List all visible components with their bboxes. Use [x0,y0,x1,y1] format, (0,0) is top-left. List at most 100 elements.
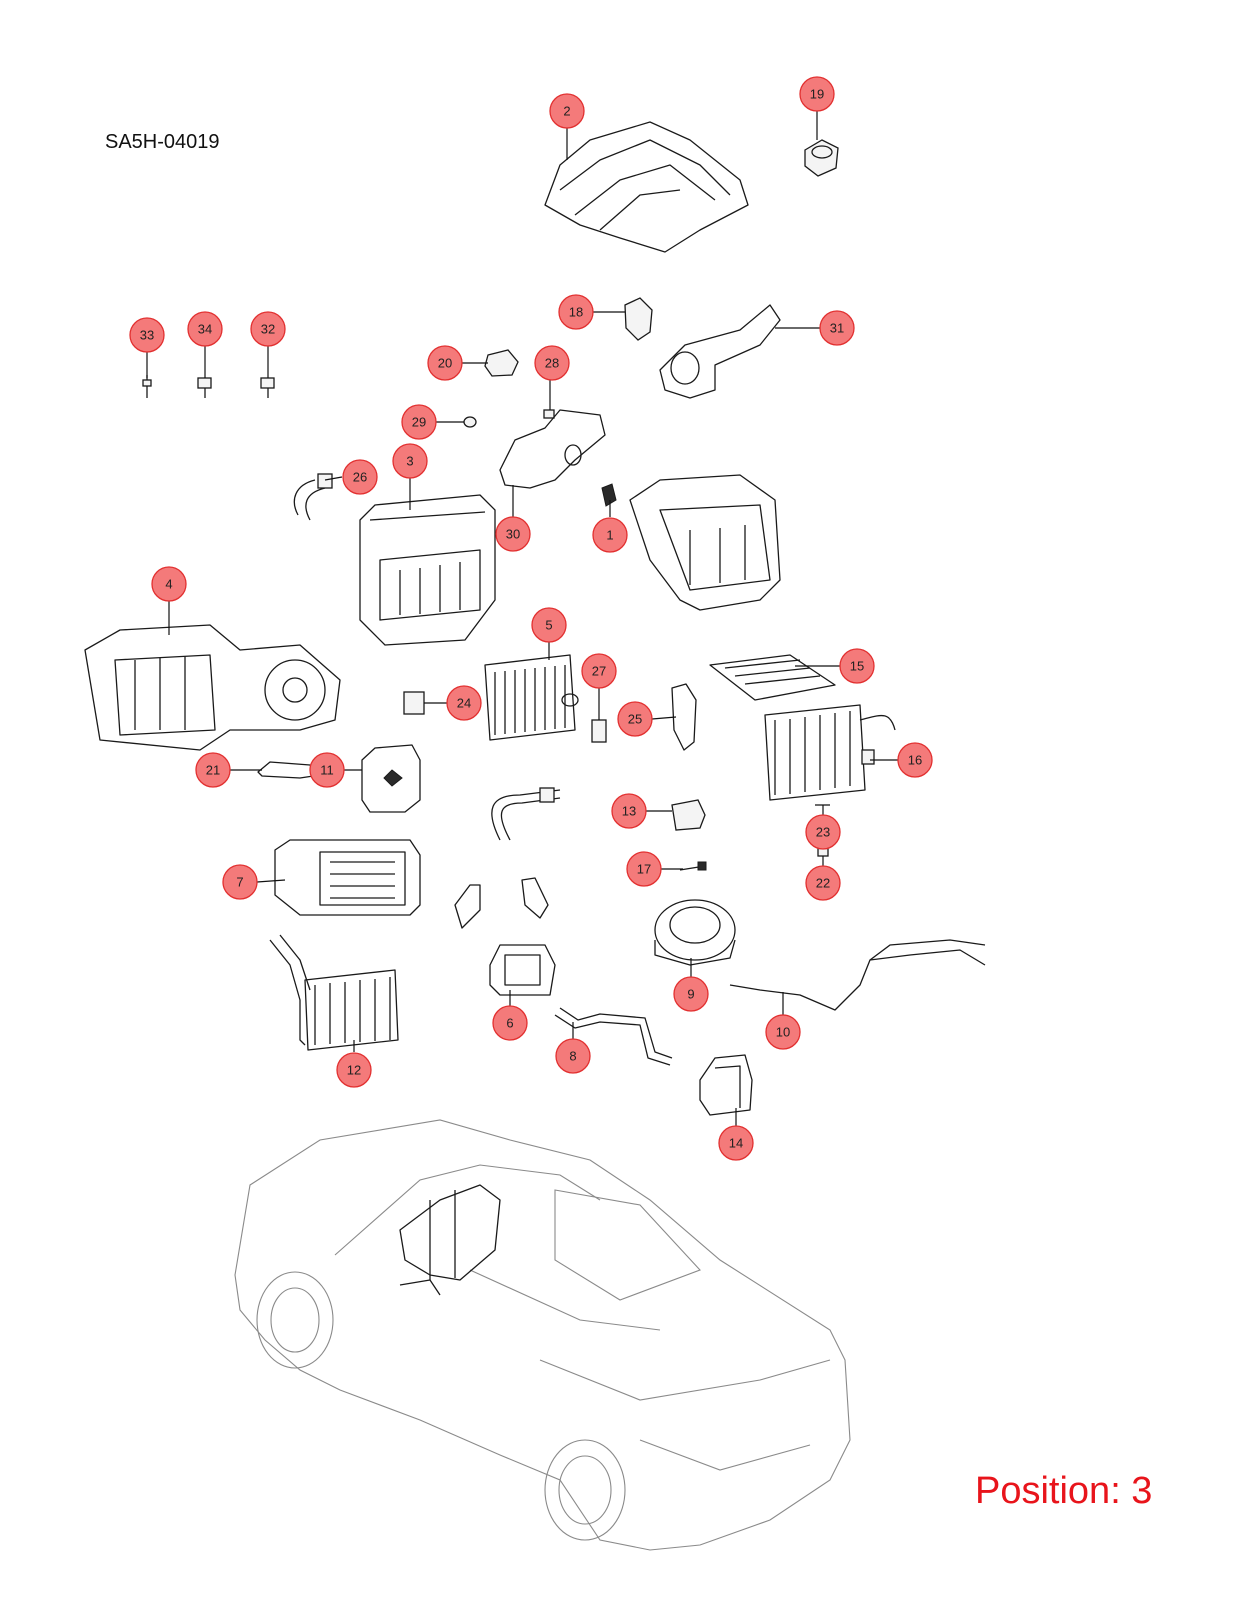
callout-bubble [555,1038,591,1074]
callout-number: 10 [776,1025,790,1040]
callout-bubble [195,752,231,788]
callout-number: 7 [236,875,243,890]
callout-bubble [805,814,841,850]
part-18-grommet [624,297,653,341]
callout-number: 22 [816,876,830,891]
callout-bubble [531,607,567,643]
callout-bubble [558,294,594,330]
callout-bubble [897,742,933,778]
callout-bubble [495,516,531,552]
callout-11: 11 [309,752,345,788]
callout-group: 1234567891011121314151617181920212223242… [129,76,933,1161]
callout-14: 14 [718,1125,754,1161]
part-17-sensor [679,861,707,871]
callout-18: 18 [558,294,594,330]
callout-number: 18 [569,305,583,320]
callout-bubble [765,1014,801,1050]
callout-bubble [534,345,570,381]
callout-16: 16 [897,742,933,778]
callout-number: 1 [606,528,613,543]
part-5-evaporator [484,654,579,741]
part-8-pipe [554,1007,673,1066]
callout-number: 31 [830,321,844,336]
part-26-hose [293,473,333,521]
callout-29: 29 [401,404,437,440]
part-2-air-duct-housing [544,121,749,253]
callout-number: 28 [545,356,559,371]
part-19-clip [804,139,839,177]
callout-number: 8 [569,1049,576,1064]
position-label: Position: 3 [975,1470,1153,1512]
part-13-control-module [671,799,706,831]
callout-number: 9 [687,987,694,1002]
callout-number: 26 [353,470,367,485]
callout-number: 34 [198,322,212,337]
part-31-bracket [659,304,781,399]
part-27-sensor [591,719,607,743]
callout-23: 23 [805,814,841,850]
callout-bubble [819,310,855,346]
callout-number: 17 [637,862,651,877]
callout-bubble [626,851,662,887]
callout-number: 32 [261,322,275,337]
callout-number: 13 [622,804,636,819]
callout-number: 19 [810,87,824,102]
callout-28: 28 [534,345,570,381]
vehicle-outline [234,1119,851,1551]
callout-number: 6 [506,1016,513,1031]
callout-bubble [549,93,585,129]
part-28-nut [543,409,555,419]
part-brackets-center [454,877,549,929]
callout-bubble [250,311,286,347]
callout-24: 24 [446,685,482,721]
doc-code: SA5H-04019 [105,131,220,153]
callout-15: 15 [839,648,875,684]
part-24-expansion-valve [403,691,425,715]
part-9-blower-motor [654,899,736,966]
callout-number: 5 [545,618,552,633]
callout-bubble [427,345,463,381]
callout-number: 29 [412,415,426,430]
callout-bubble [446,685,482,721]
callout-number: 21 [206,763,220,778]
callout-number: 3 [406,454,413,469]
callout-34: 34 [187,311,223,347]
callout-10: 10 [765,1014,801,1050]
callout-bubble [401,404,437,440]
callout-number: 33 [140,328,154,343]
callout-31: 31 [819,310,855,346]
callout-number: 20 [438,356,452,371]
callout-22: 22 [805,865,841,901]
callout-27: 27 [581,653,617,689]
callout-25: 25 [617,701,653,737]
callout-bubble [392,443,428,479]
callout-4: 4 [151,566,187,602]
callout-13: 13 [611,793,647,829]
callout-bubble [839,648,875,684]
callout-number: 23 [816,825,830,840]
part-pipe-center [491,787,561,841]
callout-1: 1 [592,517,628,553]
callout-bubble [187,311,223,347]
callout-number: 25 [628,712,642,727]
callout-number: 15 [850,659,864,674]
part-7-heater-housing [274,839,421,916]
callout-bubble [799,76,835,112]
callout-bubble [673,976,709,1012]
callout-number: 11 [320,763,334,778]
callout-bubble [222,864,258,900]
part-16-heater-core [764,704,896,801]
callout-19: 19 [799,76,835,112]
part-25-bracket [671,683,697,751]
callout-bubble [617,701,653,737]
part-hvac-assembly-right [629,474,781,611]
part-34-bolt [197,377,212,398]
callout-21: 21 [195,752,231,788]
callout-bubble [309,752,345,788]
part-4-blower-housing [84,624,341,751]
part-30-duct [499,409,606,489]
part-33-screw [142,375,152,398]
part-14-duct [699,1054,753,1116]
callout-2: 2 [549,93,585,129]
part-1-actuator [601,483,617,507]
